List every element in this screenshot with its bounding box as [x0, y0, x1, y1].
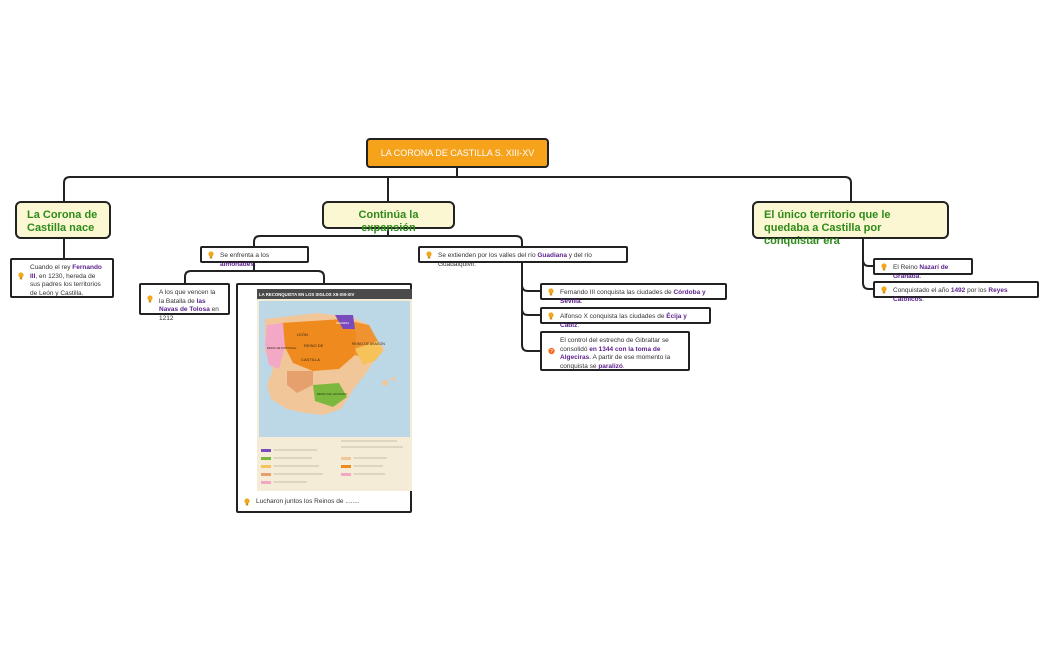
map-caption-text: Lucharon juntos los Reinos de ........ [256, 498, 360, 505]
leaf-text: El Reino [893, 264, 920, 271]
leaf-text: Se extienden por los valles del río [438, 252, 538, 259]
leaf-text: y del río Guadalquivir. [438, 252, 592, 268]
leaf-text: . [622, 362, 625, 370]
branch-continua-expansion[interactable]: Continúa la expansión [322, 201, 455, 234]
question-icon: ? [548, 347, 555, 355]
leaf-text: Conquistado el año [893, 287, 951, 294]
map-label-portugal: REINO DE PORTUGAL [267, 346, 297, 350]
leaf-highlight: Nazarí de Granada [893, 264, 949, 280]
map-caption: Lucharon juntos los Reinos de ........ [244, 498, 360, 506]
root-node[interactable]: LA CORONA DE CASTILLA S. XIII-XV [366, 138, 549, 168]
leaf-ecija-cadiz[interactable]: Alfonso X conquista las ciudades de Écij… [540, 307, 711, 329]
leaf-highlight: almohades [220, 260, 254, 268]
map-label-granada: REINO DE GRANADA [317, 392, 347, 396]
leaf-text: El control del estrecho de Gibraltar se … [560, 337, 669, 353]
lightbulb-icon [548, 287, 554, 295]
branch-corona-nace-label: La Corona de Castilla nace [27, 209, 98, 234]
leaf-gibraltar[interactable]: ? El control del estrecho de Gibraltar s… [540, 331, 690, 371]
leaf-text: Se enfrenta a los [220, 252, 270, 259]
map-label-castilla: CASTILLA [301, 357, 320, 362]
svg-text:?: ? [550, 349, 553, 355]
leaf-text: , en 1230, hereda de sus padres los terr… [30, 272, 101, 297]
leaf-highlight: Écija y Cádiz [560, 313, 687, 329]
map-title: LA RECONQUISTA EN LOS SIGLOS XII-XIII-XI… [259, 292, 354, 297]
leaf-text: Cuando el rey [30, 264, 73, 271]
leaf-almohades[interactable]: Se enfrenta a los almohades. [200, 246, 309, 268]
branch-continua-label: Continúa la expansión [358, 209, 419, 234]
leaf-text: Fernando III conquista las ciudades de [560, 289, 674, 296]
leaf-text: . [253, 260, 256, 268]
leaf-highlight: Fernando III [30, 264, 102, 280]
map-label-navarra: NAVARRA [336, 321, 349, 325]
branch-unico-label: El único territorio que le quedaba a Cas… [764, 209, 891, 247]
map-label-aragon: REINO DE ARAGÓN [352, 341, 385, 346]
leaf-highlight: las Navas de Tolosa [159, 297, 210, 314]
leaf-text: A los que vencen la la Batalla de [159, 289, 216, 305]
map-legend [261, 440, 403, 484]
lightbulb-icon [244, 498, 250, 506]
leaf-navas-tolosa[interactable]: A los que vencen la la Batalla de las Na… [139, 283, 230, 322]
leaf-text: Alfonso X conquista las ciudades de [560, 313, 667, 320]
map-label-reino-de: REINO DE [304, 343, 324, 348]
leaf-text: . [919, 272, 922, 280]
leaf-highlight: Guadiana [537, 252, 567, 259]
branch-unico-territorio[interactable]: El único territorio que le quedaba a Cas… [752, 201, 949, 247]
map-label-leon: LEÓN [297, 332, 308, 337]
lightbulb-icon [548, 311, 554, 319]
lightbulb-icon [426, 250, 432, 258]
lightbulb-icon [18, 272, 24, 280]
leaf-text: . A partir de ese momento la conquista s… [560, 354, 671, 370]
branch-corona-nace[interactable]: La Corona de Castilla nace [15, 201, 111, 239]
leaf-highlight: 1492 [950, 287, 966, 294]
leaf-text: . [577, 321, 580, 329]
leaf-highlight: paralizó [598, 362, 623, 370]
leaf-text: . [580, 297, 583, 305]
leaf-highlight: Reyes Católicos [893, 287, 1008, 303]
reconquista-map-image: LA RECONQUISTA EN LOS SIGLOS XII-XIII-XI… [257, 289, 412, 491]
leaf-text: . [922, 295, 925, 303]
leaf-highlight: en 1344 con la toma de Algeciras [560, 345, 661, 362]
root-title: LA CORONA DE CASTILLA S. XIII-XV [380, 148, 535, 158]
lightbulb-icon [208, 250, 214, 258]
leaf-nazari-granada[interactable]: El Reino Nazarí de Granada. [873, 258, 973, 280]
map-card[interactable]: LA RECONQUISTA EN LOS SIGLOS XII-XIII-XI… [236, 283, 412, 513]
leaf-guadiana[interactable]: Se extienden por los valles del río Guad… [418, 246, 628, 268]
lightbulb-icon [881, 262, 887, 270]
leaf-reyes-catolicos[interactable]: Conquistado el año 1492 por los Reyes Ca… [873, 281, 1039, 303]
leaf-cordoba-sevilla[interactable]: Fernando III conquista las ciudades de C… [540, 283, 727, 305]
leaf-highlight: Córdoba y Sevilla [560, 289, 706, 305]
lightbulb-icon [881, 285, 887, 293]
lightbulb-icon [147, 295, 153, 303]
leaf-text: por los [965, 287, 989, 294]
leaf-fernando-hereda[interactable]: Cuando el rey Fernando III, en 1230, her… [10, 258, 114, 298]
leaf-text: en 1212 [159, 306, 219, 322]
